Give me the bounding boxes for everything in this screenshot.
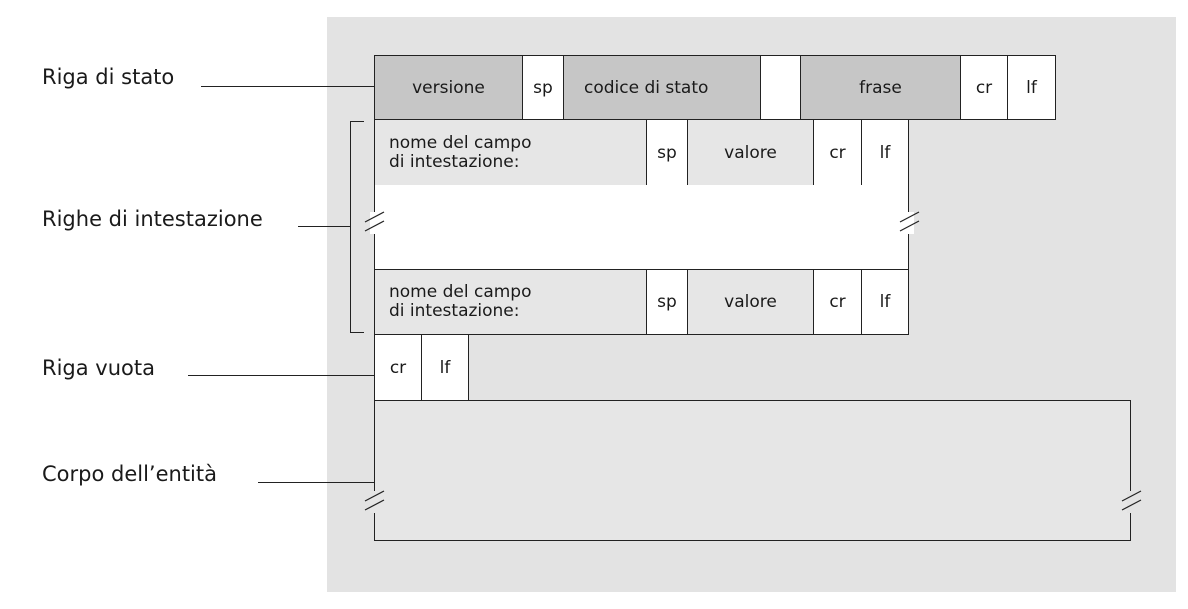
header-field-name-cell: nome del campo di intestazione: [374, 269, 647, 335]
entity-body-label: Corpo dell’entità [42, 462, 217, 486]
entity-body-leader [258, 482, 374, 483]
header-lines-bracket [350, 121, 364, 333]
status-line-label: Riga di stato [42, 65, 175, 89]
status-code-cell: codice di stato [563, 55, 761, 120]
header-cr-cell: cr [813, 119, 862, 186]
header-field-name-line1: nome del campo [389, 282, 532, 302]
header-lf-cell: lf [861, 269, 909, 335]
status-sp-cell: sp [522, 55, 564, 120]
break-mark-icon [364, 490, 385, 513]
status-line-leader [201, 86, 375, 87]
header-lines-leader [298, 226, 350, 227]
header-cr-cell: cr [813, 269, 862, 335]
header-value-cell: valore [687, 269, 814, 335]
header-continuation-area [374, 185, 909, 270]
status-lf-cell: lf [1007, 55, 1056, 120]
header-value-cell: valore [687, 119, 814, 186]
header-sp-cell: sp [646, 119, 688, 186]
entity-body-box [374, 400, 1131, 541]
status-cr-cell: cr [960, 55, 1008, 120]
break-mark-icon [899, 211, 920, 234]
header-field-name-line1: nome del campo [389, 132, 532, 153]
header-lf-cell: lf [861, 119, 909, 186]
break-mark-icon [364, 211, 385, 234]
break-mark-icon [1121, 490, 1142, 513]
blank-line-lf-cell: lf [421, 334, 469, 401]
blank-line-label: Riga vuota [42, 356, 155, 380]
header-sp-cell: sp [646, 269, 688, 335]
blank-line-cr-cell: cr [374, 334, 422, 401]
header-field-name-line2: di intestazione: [389, 301, 520, 321]
blank-line-leader [188, 375, 374, 376]
header-lines-label: Righe di intestazione [42, 207, 263, 231]
status-version-cell: versione [374, 55, 523, 120]
status-phrase-cell: frase [800, 55, 961, 120]
header-field-name-line2: di intestazione: [389, 151, 520, 172]
